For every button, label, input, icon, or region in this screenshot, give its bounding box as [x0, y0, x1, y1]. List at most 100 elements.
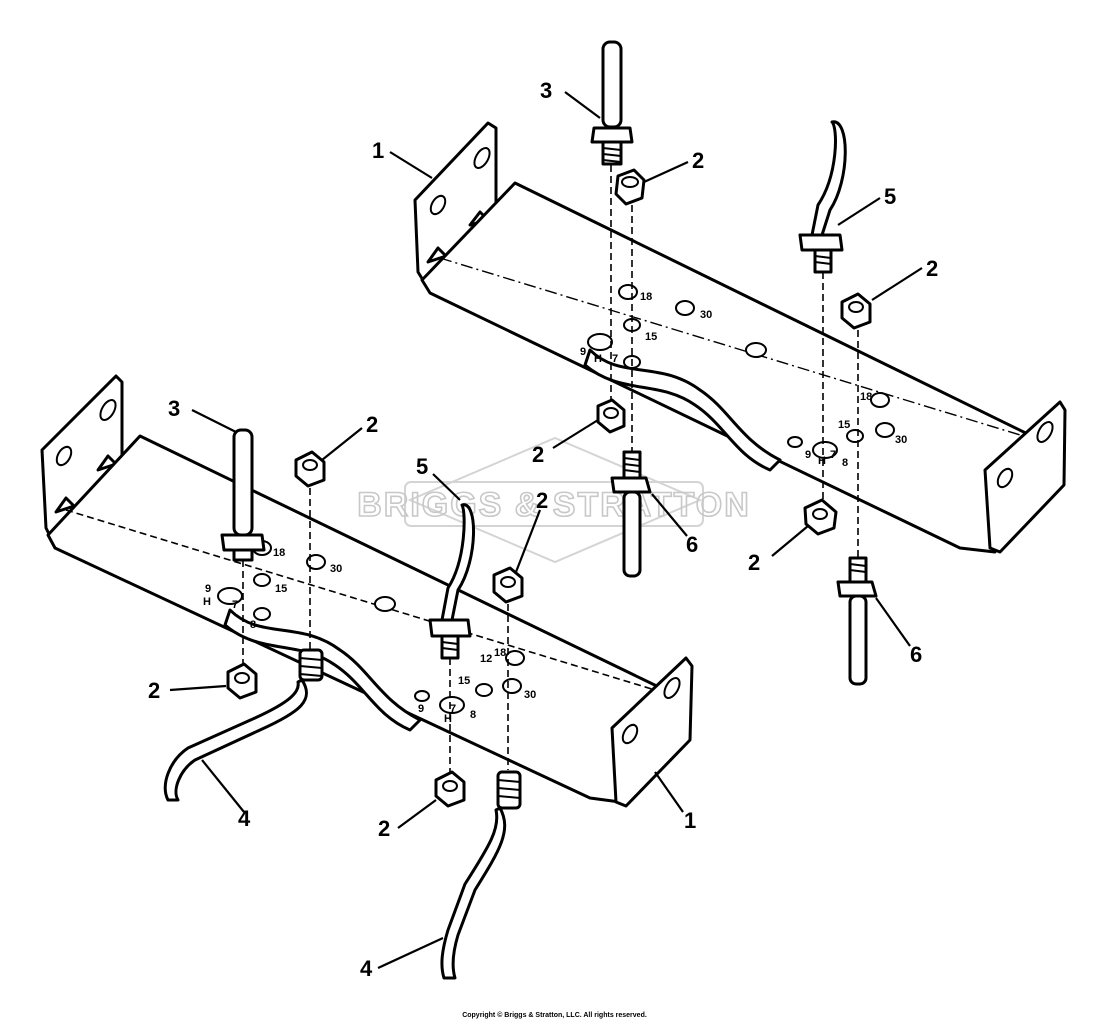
stud-4-bent-shaft [163, 678, 308, 802]
callout-2: 2 [536, 488, 548, 513]
mount-hole [870, 392, 890, 408]
hole-label-12: 12 [480, 653, 492, 665]
watermark-text: BRIGGS & STRATTON [357, 486, 751, 524]
slot-hole [663, 677, 681, 699]
fold-line [439, 257, 1031, 439]
brand-watermark: BRIGGS & STRATTON [356, 436, 751, 564]
callout-2: 2 [926, 256, 938, 281]
callout-4: 4 [238, 806, 251, 831]
slot-hole [429, 194, 447, 216]
bracket-upper: 18 30 15 9 H 7 18 30 15 9 H 7 8 [413, 121, 1067, 554]
mount-hole [675, 300, 695, 316]
mount-hole [253, 607, 271, 621]
stud-3-shaft [232, 428, 254, 537]
mount-hole [253, 573, 271, 587]
slot-hole [996, 467, 1014, 489]
stud-6-shaft [848, 594, 868, 686]
slot-hole [1036, 421, 1054, 443]
copyright-notice: Copyright © Briggs & Stratton, LLC. All … [462, 1012, 647, 1019]
callout-5: 5 [884, 184, 896, 209]
hole-label-15: 15 [645, 331, 657, 343]
callout-6: 6 [910, 642, 922, 667]
mount-hole [475, 683, 493, 697]
slot-hole [55, 445, 73, 467]
mount-hole [875, 422, 895, 438]
hole-label-9: 9 [205, 583, 211, 595]
hole-label-18: 18 [494, 647, 506, 659]
bracket-upper-offset [583, 348, 782, 472]
hole-label-15: 15 [275, 583, 287, 595]
stud-5-thread [440, 634, 460, 660]
keyhole [439, 696, 465, 714]
bracket-upper-base [420, 181, 1042, 554]
stud-6-flange [836, 580, 878, 598]
mount-hole [505, 650, 525, 666]
hole-label-7: 7 [450, 703, 456, 715]
mount-hole [745, 342, 767, 358]
upper-hardware [590, 40, 878, 686]
hole-label-h: H [203, 596, 211, 608]
callout-5: 5 [416, 454, 428, 479]
hole-label-9: 9 [805, 449, 811, 461]
mount-hole [414, 690, 430, 702]
hole-label-30: 30 [895, 434, 907, 446]
slot-hole [621, 723, 639, 745]
hole-label-h: H [444, 713, 452, 725]
callout-2: 2 [366, 412, 378, 437]
hole-label-18: 18 [860, 391, 872, 403]
stud-5-bent-shaft [810, 120, 847, 237]
callout-2: 2 [748, 550, 760, 575]
mount-hole [306, 554, 326, 570]
mount-hole [374, 596, 396, 612]
hole-label-8: 8 [250, 619, 256, 631]
stud-6-shaft [622, 490, 642, 578]
callout-4: 4 [360, 956, 373, 981]
hole-label-18: 18 [273, 547, 285, 559]
slot-hole [99, 399, 117, 421]
hole-label-9: 9 [418, 703, 424, 715]
hole-label-h: H [818, 455, 826, 467]
callout-2: 2 [532, 442, 544, 467]
hole-label-18: 18 [640, 291, 652, 303]
callout-3: 3 [540, 78, 552, 103]
callout-2: 2 [148, 678, 160, 703]
stud-5-flange [798, 233, 844, 252]
stud-5-thread [813, 248, 833, 274]
hole-label-15: 15 [458, 675, 470, 687]
lower-hardware [163, 428, 524, 980]
callout-1: 1 [684, 808, 696, 833]
tab-notch [96, 454, 118, 472]
stud-5-flange [428, 618, 472, 638]
keyhole [217, 587, 243, 605]
callout-6: 6 [686, 532, 698, 557]
tab-notch [426, 246, 448, 264]
hole-label-7: 7 [612, 353, 618, 365]
tab-notch [54, 496, 76, 514]
hole-label-8: 8 [842, 457, 848, 469]
callout-3: 3 [168, 396, 180, 421]
hole-label-30: 30 [700, 309, 712, 321]
mount-hole [846, 429, 864, 443]
callout-numbers: 1 3 2 5 2 2 6 2 6 3 2 5 2 2 4 1 2 4 [148, 78, 938, 981]
hole-label-30: 30 [330, 563, 342, 575]
keyhole [587, 333, 613, 351]
keyhole [812, 441, 838, 459]
stud-6-flange [610, 476, 652, 494]
stud-3-flange [590, 126, 634, 144]
hole-label-9: 9 [580, 346, 586, 358]
hole-label-7: 7 [232, 599, 238, 611]
callout-2: 2 [692, 148, 704, 173]
slot-hole [473, 147, 491, 169]
mount-hole [787, 436, 803, 448]
bracket-lower-offset [223, 608, 422, 732]
bracket-lower: 18 30 15 9 H 7 8 12 18 30 15 9 H 7 8 [40, 374, 694, 808]
callout-leaders [169, 91, 923, 969]
stud-3-flange [220, 533, 266, 552]
hole-label-8: 8 [470, 709, 476, 721]
hole-label-7: 7 [830, 449, 836, 461]
hole-label-h: H [594, 353, 602, 365]
callout-1: 1 [372, 138, 384, 163]
hole-label-30: 30 [524, 689, 536, 701]
